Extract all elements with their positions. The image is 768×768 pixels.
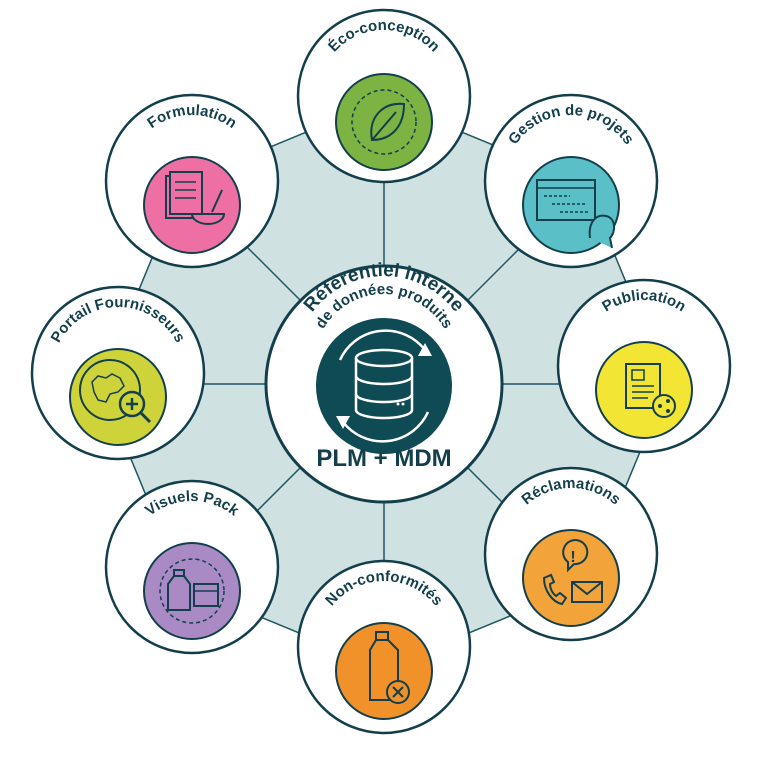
node-eco-conception[interactable]: Éco-conception (296, 8, 472, 184)
bottle-cross-icon (335, 622, 433, 720)
gantt-head-icon (522, 156, 620, 254)
document-share-icon (595, 341, 693, 439)
node-gestion-projets[interactable]: Gestion de projets (483, 93, 659, 269)
node-visuels-pack[interactable]: Visuels Pack (104, 479, 280, 655)
center-subtitle: PLM + MDM (316, 445, 451, 472)
map-magnifier-icon (69, 348, 167, 446)
database-sync-icon (316, 318, 452, 454)
node-non-conformites[interactable]: Non-conformités (296, 559, 472, 735)
node-reclamations[interactable]: Réclamations ! (483, 466, 659, 642)
recipe-bowl-icon (143, 156, 241, 254)
svg-text:!: ! (570, 549, 575, 566)
node-formulation[interactable]: Formulation (104, 93, 280, 269)
center-hub[interactable]: Référentiel interne de données produits … (264, 260, 504, 504)
node-portail-fournisseurs[interactable]: Portail Fournisseurs (30, 285, 206, 461)
leaf-icon (335, 73, 433, 171)
phone-mail-alert-icon: ! (522, 529, 620, 627)
node-publication[interactable]: Publication (556, 278, 732, 454)
packaging-icon (143, 542, 241, 640)
